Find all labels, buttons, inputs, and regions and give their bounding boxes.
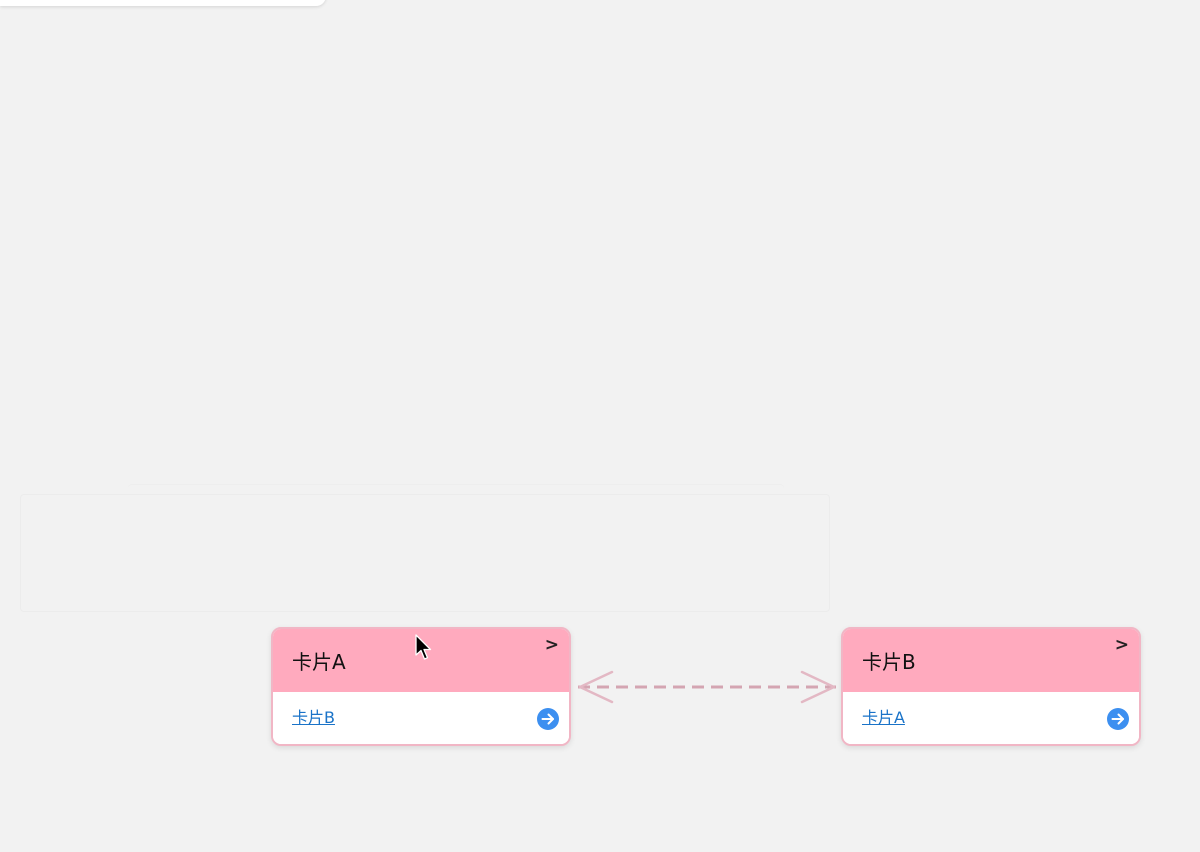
chevron-right-icon[interactable]: > [544,635,559,655]
card-b[interactable]: 卡片B > 卡片A [841,627,1141,746]
arrow-right-circle-icon[interactable] [537,708,559,730]
arrowhead-right-icon [800,670,836,704]
card-title: 卡片B [862,650,916,674]
card-header[interactable]: 卡片B > [843,629,1139,692]
arrow-right-circle-icon[interactable] [1107,708,1129,730]
bidirectional-dashed-connector[interactable] [572,668,842,708]
card-title: 卡片A [292,650,346,674]
faint-region-outline [20,494,830,612]
top-toolbar-panel [0,0,326,6]
chevron-right-icon[interactable]: > [1114,635,1129,655]
faint-region-line [128,484,784,497]
card-link[interactable]: 卡片B [292,708,335,727]
arrowhead-left-icon [578,670,614,704]
card-body: 卡片A [843,692,1139,744]
card-body: 卡片B [273,692,569,744]
card-link[interactable]: 卡片A [862,708,905,727]
mouse-cursor-icon [415,634,432,660]
